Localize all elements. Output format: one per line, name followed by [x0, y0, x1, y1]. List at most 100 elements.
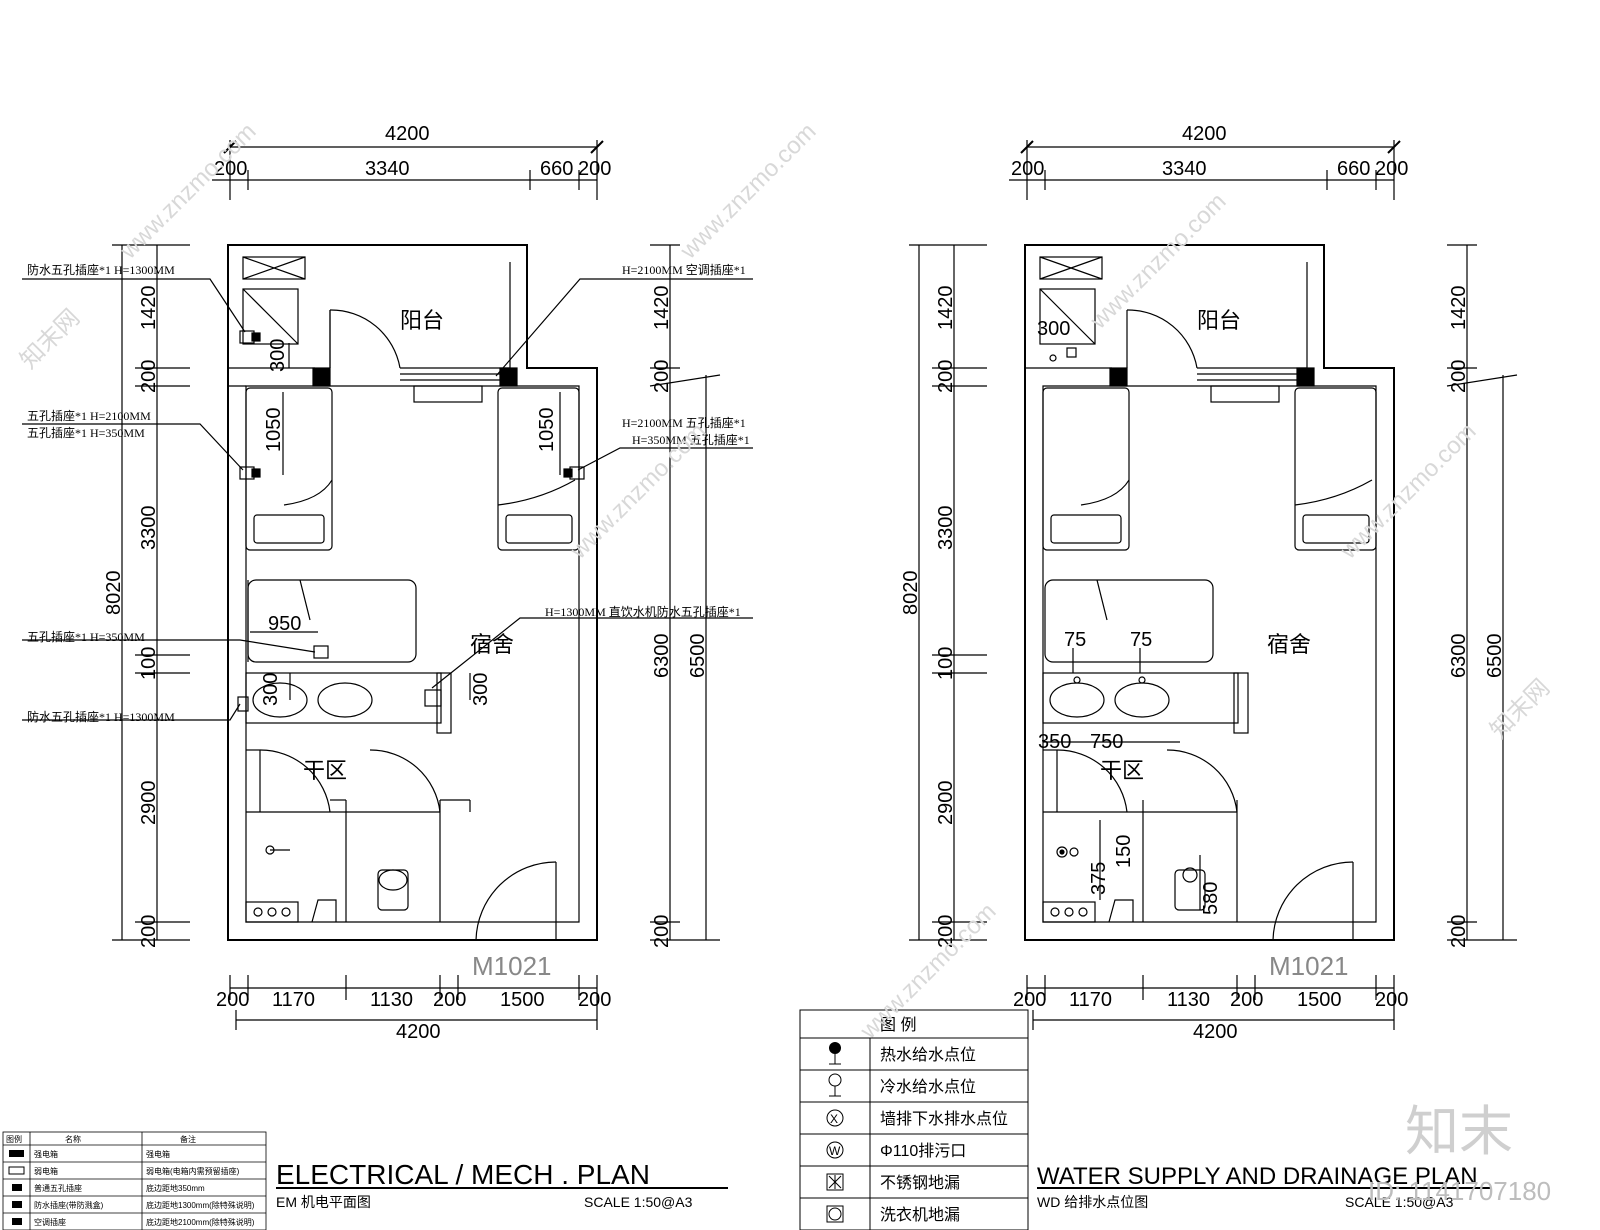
- inner-dim: 580: [1200, 882, 1222, 915]
- drawing-title: WATER SUPPLY AND DRAINAGE PLAN: [1037, 1163, 1478, 1190]
- left-total-dim: 8020: [103, 571, 125, 616]
- left-seg-dim: 1420: [935, 286, 957, 331]
- drawing-subtitle: WD 给排水点位图: [1037, 1194, 1148, 1210]
- legend-header: 名称: [65, 1134, 81, 1144]
- inner-dim: 1050: [536, 408, 558, 453]
- watermark-brand: 知末网: [1485, 674, 1555, 744]
- left-seg-dim: 3300: [138, 506, 160, 551]
- annotation: 防水五孔插座*1 H=1300MM: [27, 262, 175, 277]
- right-seg-dim: 200: [1448, 360, 1470, 393]
- bottom-seg-dim: 200: [578, 989, 611, 1011]
- door-code: M1021: [472, 951, 552, 981]
- inner-dim: 75: [1064, 629, 1086, 651]
- weak-box-icon: [8, 1166, 25, 1175]
- legend-label: 墙排下水排水点位: [880, 1110, 1008, 1128]
- annotation: H=350MM 五孔插座*1: [632, 432, 750, 447]
- inner-dim: 75: [1130, 629, 1152, 651]
- bottom-seg-dim: 200: [1013, 989, 1046, 1011]
- inner-dim: 375: [1088, 862, 1110, 895]
- drawing-subtitle: EM 机电平面图: [276, 1194, 371, 1210]
- left-seg-dim: 2900: [935, 781, 957, 826]
- room-label-dorm: 宿舍: [1267, 632, 1311, 657]
- legend-name: 防水插座(带防溅盒): [34, 1200, 104, 1210]
- door-code: M1021: [1269, 951, 1349, 981]
- right-seg-dim: 6300: [1448, 634, 1470, 679]
- left-seg-dim: 100: [935, 647, 957, 680]
- room-label-dorm: 宿舍: [470, 632, 514, 657]
- svg-text:W: W: [829, 1144, 841, 1158]
- legend-name: 强电箱: [34, 1149, 58, 1159]
- legend-note: 弱电箱(电箱内需预留插座): [146, 1166, 240, 1176]
- svg-text:X: X: [830, 1112, 838, 1126]
- bottom-seg-dim: 1500: [500, 989, 545, 1011]
- top-seg-dim: 200: [1375, 158, 1408, 180]
- wall-drain-x-icon: X: [826, 1109, 844, 1127]
- top-seg-dim: 660: [540, 158, 573, 180]
- watermark-brand: 知末网: [15, 304, 85, 374]
- top-total-dim: 4200: [1182, 123, 1227, 145]
- electrical-plan: [22, 140, 753, 1030]
- legend-name: 弱电箱: [34, 1166, 58, 1176]
- room-label-balcony: 阳台: [400, 308, 444, 333]
- right-seg-dim: 6300: [651, 634, 673, 679]
- right-total-dim: 6500: [1484, 634, 1506, 679]
- bottom-seg-dim: 200: [216, 989, 249, 1011]
- right-seg-dim: 200: [651, 915, 673, 948]
- left-seg-dim: 200: [935, 915, 957, 948]
- hot-water-icon: [829, 1042, 841, 1065]
- water-plan-labels: 4200 200 3340 660 200 8020 1420 200 3300…: [900, 123, 1506, 1210]
- legend-label: 洗衣机地漏: [880, 1206, 960, 1224]
- top-seg-dim: 3340: [1162, 158, 1207, 180]
- inner-dim: 350: [1038, 731, 1071, 753]
- drawing-scale: SCALE 1:50@A3: [584, 1194, 693, 1210]
- watermark-site: www.znzmo.com: [1334, 418, 1481, 565]
- right-total-dim: 6500: [687, 634, 709, 679]
- legend-note: 底边距地1300mm(除特殊说明): [146, 1200, 255, 1210]
- watermark-site: www.znzmo.com: [674, 118, 821, 265]
- room-label-balcony: 阳台: [1197, 308, 1241, 333]
- room-label-dry-zone: 干区: [1100, 758, 1144, 783]
- water-plan: [909, 140, 1518, 1030]
- inner-dim: 1050: [263, 408, 285, 453]
- watermark-id: ID: 1141707180: [1368, 1176, 1551, 1206]
- waterproof-socket-icon: [12, 1201, 22, 1208]
- inner-dim: 300: [470, 673, 492, 706]
- right-seg-dim: 1420: [651, 286, 673, 331]
- socket-icon: [12, 1184, 22, 1191]
- bottom-seg-dim: 200: [1230, 989, 1263, 1011]
- left-seg-dim: 200: [935, 360, 957, 393]
- left-total-dim: 8020: [900, 571, 922, 616]
- inner-dim: 300: [260, 673, 282, 706]
- legend-label: 不锈钢地漏: [880, 1174, 960, 1192]
- annotation: 五孔插座*1 H=2100MM: [27, 408, 151, 423]
- bottom-seg-dim: 1170: [272, 989, 315, 1011]
- watermark-site: www.znzmo.com: [854, 898, 1001, 1045]
- left-seg-dim: 200: [138, 915, 160, 948]
- legend-header: 备注: [180, 1134, 196, 1144]
- legend-label: 冷水给水点位: [880, 1078, 976, 1096]
- left-seg-dim: 1420: [138, 286, 160, 331]
- legend-note: 强电箱: [146, 1149, 170, 1159]
- top-total-dim: 4200: [385, 123, 430, 145]
- drawing-title: ELECTRICAL / MECH . PLAN: [276, 1159, 650, 1190]
- power-box-icon: [9, 1150, 24, 1157]
- legend-name: 普通五孔插座: [34, 1183, 82, 1193]
- ac-socket-icon: [12, 1218, 22, 1225]
- annotation: H=2100MM 五孔插座*1: [622, 415, 746, 430]
- inner-dim: 950: [268, 613, 301, 635]
- legend-heading: 图 例: [880, 1016, 916, 1034]
- cold-water-icon: [828, 1073, 842, 1097]
- electrical-legend-table: 图例 名称 备注 强电箱 强电箱 弱电箱 弱电箱(电箱内需预留插座) 普通五孔插…: [2, 1131, 267, 1230]
- right-seg-dim: 200: [651, 360, 673, 393]
- room-label-dry-zone: 干区: [303, 758, 347, 783]
- left-seg-dim: 200: [138, 360, 160, 393]
- inner-dim: 300: [1037, 318, 1070, 340]
- legend-label: 热水给水点位: [880, 1046, 976, 1064]
- top-seg-dim: 660: [1337, 158, 1370, 180]
- right-seg-dim: 200: [1448, 915, 1470, 948]
- top-seg-dim: 200: [214, 158, 247, 180]
- annotation: 防水五孔插座*1 H=1300MM: [27, 709, 175, 724]
- bottom-seg-dim: 1170: [1069, 989, 1112, 1011]
- bottom-seg-dim: 1130: [370, 989, 413, 1011]
- inner-dim: 150: [1113, 835, 1135, 868]
